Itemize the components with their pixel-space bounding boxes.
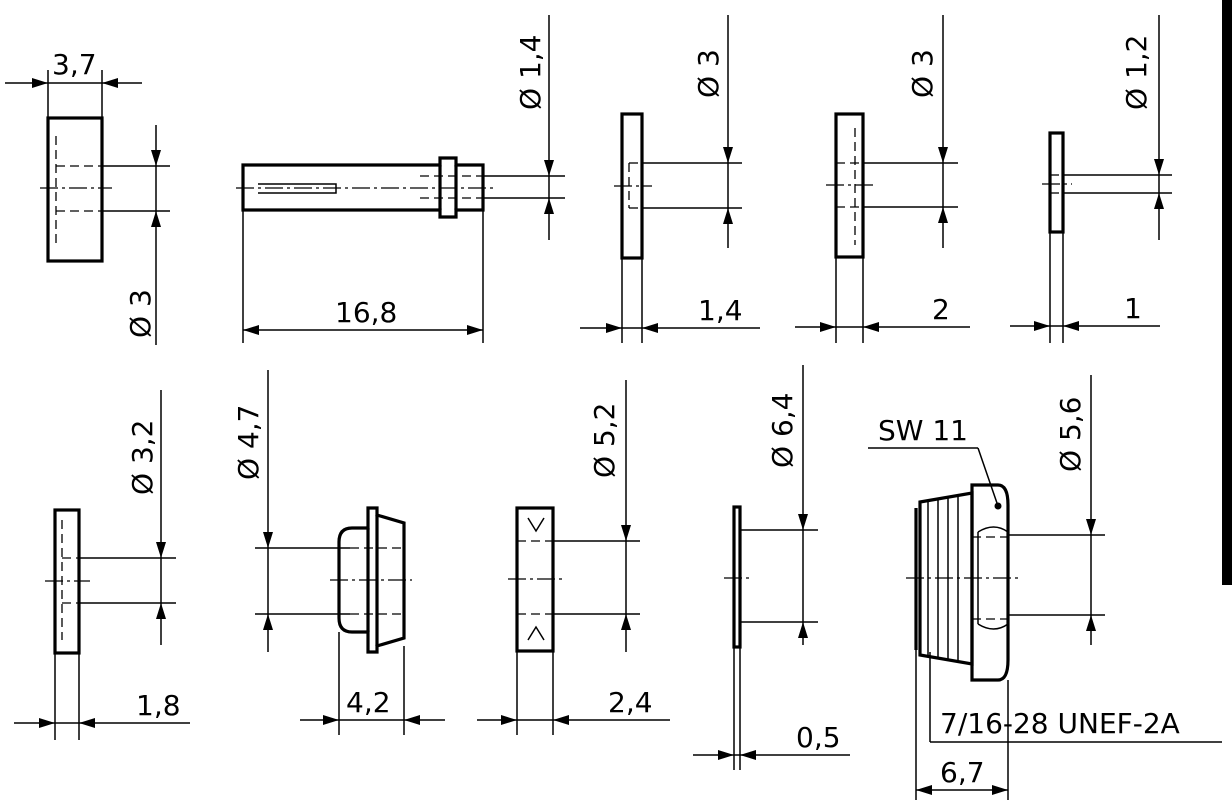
part-10-hex: [970, 483, 1010, 682]
part-3-arrow-b: [723, 208, 733, 224]
part-4-arrow-l: [820, 322, 836, 332]
part-10-thread-label: 7/16-28 UNEF-2A: [940, 707, 1180, 740]
part-10-hex-label: SW 11: [878, 414, 968, 447]
frame-border: [1222, 0, 1232, 585]
part-8-arrow-l: [501, 715, 517, 725]
part-5-width-label: 1: [1124, 292, 1142, 325]
part-8-chamfer-top: [527, 517, 545, 533]
part-6-width-label: 1,8: [136, 689, 181, 722]
part-10-hex-leader: [977, 447, 999, 507]
part-10: SW 11 7/16-28 UNEF-2A 6,7 Ø 5,6: [868, 375, 1222, 800]
part-4-arrow-b: [938, 207, 948, 223]
part-3-dia-label: Ø 3: [692, 49, 725, 98]
part-9-arrow-t: [798, 514, 808, 530]
part-6: 1,8 Ø 3,2: [14, 390, 190, 740]
part-6-dia-label: Ø 3,2: [126, 420, 159, 495]
part-9-arrow-r: [740, 750, 756, 760]
part-3-arrow-r: [642, 323, 658, 333]
part-10-hex-face2: [977, 623, 1009, 630]
part-4: 2 Ø 3: [795, 15, 970, 343]
part-1-body: [46, 116, 104, 263]
part-8-width-label: 2,4: [608, 686, 653, 719]
part-8-arrow-b: [621, 614, 631, 630]
part-4-width-label: 2: [932, 293, 950, 326]
part-4-arrow-r: [863, 322, 879, 332]
part-3: 1,4 Ø 3: [580, 15, 760, 343]
part-1-arrow-l: [32, 78, 48, 88]
part-7-dia-label: Ø 4,7: [232, 405, 265, 480]
part-9: 0,5 Ø 6,4: [693, 365, 850, 770]
part-2-dia-label: Ø 1,4: [514, 35, 547, 110]
part-6-arrow-l: [39, 718, 55, 728]
part-9-arrow-l: [718, 750, 734, 760]
part-6-arrow-r: [79, 718, 95, 728]
part-2-arrow-b: [544, 198, 554, 214]
part-10-hex-face1: [977, 526, 1009, 533]
part-7-arrow-t: [263, 532, 273, 548]
part-10-dia-label: Ø 5,6: [1054, 397, 1087, 472]
part-5-arrow-r: [1063, 321, 1079, 331]
part-4-arrow-t: [938, 147, 948, 163]
part-7-body: [337, 506, 406, 654]
part-9-arrow-b: [798, 622, 808, 638]
part-1-arrow-b: [151, 211, 161, 227]
part-1-arrow-r: [102, 78, 118, 88]
part-9-dia-label: Ø 6,4: [766, 393, 799, 468]
part-1-width-label: 3,7: [52, 48, 97, 81]
part-2-arrow-l: [243, 325, 259, 335]
part-7-arrow-r: [404, 715, 420, 725]
part-3-arrow-l: [606, 323, 622, 333]
part-10-arrow-r: [992, 785, 1008, 795]
part-6-arrow-t: [156, 542, 166, 558]
part-8-chamfer-bottom: [527, 625, 545, 641]
part-1-arrow-t: [151, 150, 161, 166]
part-6-arrow-b: [156, 603, 166, 619]
part-2: 16,8 Ø 1,4: [236, 15, 565, 343]
part-3-arrow-t: [723, 147, 733, 163]
part-7-arrow-l: [323, 715, 339, 725]
part-9-width-label: 0,5: [796, 721, 841, 754]
part-2-arrow-t: [544, 160, 554, 176]
part-5-arrow-b: [1154, 193, 1164, 209]
part-2-arrow-r: [467, 325, 483, 335]
part-5-body: [1048, 131, 1065, 234]
part-1: 3,7 Ø 3: [5, 48, 170, 345]
part-1-dia-label: Ø 3: [124, 289, 157, 338]
part-7-arrow-b: [263, 614, 273, 630]
part-3-width-label: 1,4: [698, 294, 743, 327]
part-10-arrow-t: [1086, 519, 1096, 535]
part-8-arrow-t: [621, 525, 631, 541]
part-10-hex-leader-dot: [994, 502, 1002, 510]
part-5-arrow-t: [1154, 159, 1164, 175]
part-5-arrow-l: [1034, 321, 1050, 331]
part-4-dia-label: Ø 3: [906, 49, 939, 98]
part-5: 1 Ø 1,2: [1010, 15, 1172, 343]
part-10-width-label: 6,7: [940, 756, 985, 789]
part-8: 2,4 Ø 5,2: [477, 380, 670, 735]
part-10-arrow-l: [916, 785, 932, 795]
part-10-arrow-b: [1086, 615, 1096, 631]
part-8-dia-label: Ø 5,2: [588, 403, 621, 478]
part-5-dia-label: Ø 1,2: [1120, 35, 1153, 110]
part-7: 4,2 Ø 4,7: [232, 370, 445, 735]
part-7-width-label: 4,2: [346, 686, 391, 719]
part-8-arrow-r: [553, 715, 569, 725]
part-2-length-label: 16,8: [335, 296, 397, 329]
part-9-body: [732, 505, 742, 649]
